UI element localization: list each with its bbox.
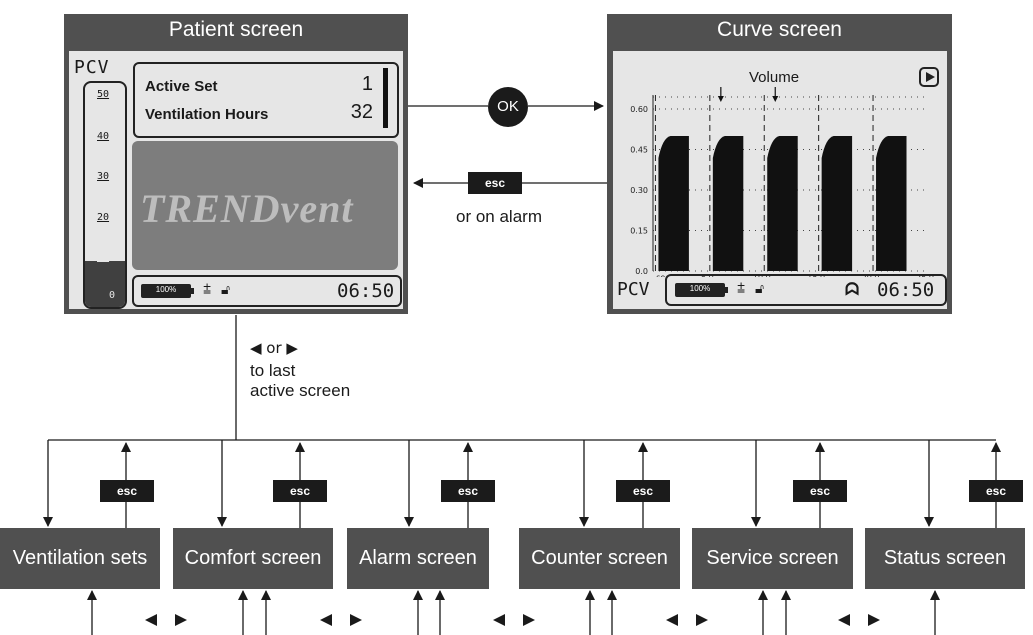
trigger-arrow-head: [772, 96, 779, 102]
esc-button-counter[interactable]: esc: [616, 480, 670, 502]
active-set-value: 1: [361, 73, 373, 95]
curve-title: Volume: [749, 69, 800, 86]
curve-unlock-icon: 🔓︎: [755, 281, 765, 297]
esc-button-status[interactable]: esc: [969, 480, 1023, 502]
left-right-arrow-pairs: [145, 614, 880, 626]
patient-screen-title: Patient screen: [168, 18, 304, 41]
scale-tick-10: 10: [97, 252, 110, 263]
esc-button-curve[interactable]: esc: [468, 172, 522, 194]
battery-percent: 100%: [155, 285, 177, 294]
patient-mode-label: PCV: [74, 57, 110, 78]
curve-battery-icon: [675, 283, 725, 297]
ventilation-hours-value: 32: [350, 101, 373, 123]
nav-hint-arrows: ◀ or ▶: [250, 339, 298, 357]
trendvent-logo-panel: TRENDvent: [132, 141, 398, 270]
pressure-trigger-icon: ⩲: [203, 282, 212, 298]
patient-info-panel: [133, 62, 399, 138]
lungs-icon: ᗣ: [845, 280, 860, 300]
curve-time: 06:50: [877, 279, 935, 301]
unlock-icon: 🔓︎: [221, 282, 231, 298]
volume-breath-area: [658, 136, 689, 271]
volume-breath-area: [767, 136, 798, 271]
active-set-label: Active Set: [145, 78, 218, 95]
battery-icon: [141, 284, 191, 298]
esc-button-comfort[interactable]: esc: [273, 480, 327, 502]
esc-button-service[interactable]: esc: [793, 480, 847, 502]
volume-breath-area: [821, 136, 853, 271]
nav-hint-line1: to last: [250, 361, 296, 380]
chart-y-tick: 0.45: [630, 146, 648, 155]
info-level-bar: [383, 68, 388, 128]
patient-status-bar: [132, 275, 402, 307]
chart-y-tick: 0.15: [630, 227, 648, 236]
trigger-arrow-head: [717, 96, 724, 102]
volume-breath-area: [876, 136, 907, 271]
scale-tick-20: 20: [97, 212, 110, 223]
esc-button-alarm[interactable]: esc: [441, 480, 495, 502]
esc-button-ventilation[interactable]: esc: [100, 480, 154, 502]
curve-status-bar: [665, 274, 947, 306]
chart-y-tick: 0.0: [635, 267, 648, 276]
curve-screen-lcd: Volume 0.00.150.300.450.60sec5.010.015.0…: [613, 51, 947, 309]
patient-screen-frame: Patient screen PCV 50 40 30 20 10 0 Acti…: [64, 14, 408, 314]
chart-y-tick: 0.60: [630, 105, 648, 114]
curve-screen-title: Curve screen: [717, 18, 842, 41]
curve-battery-tip-icon: [725, 287, 728, 293]
patient-screen-lcd: PCV 50 40 30 20 10 0 Active Set 1 Ventil…: [69, 51, 403, 309]
pressure-scale-bar: [83, 81, 127, 309]
screen-box-service[interactable]: Service screen: [692, 528, 853, 589]
screen-box-ventilation-sets[interactable]: Ventilation sets: [0, 528, 160, 589]
ventilation-hours-label: Ventilation Hours: [145, 106, 269, 123]
chart-y-tick: 0.30: [630, 186, 648, 195]
scale-tick-50: 50: [97, 89, 110, 100]
chart-x-label: sec: [656, 273, 670, 277]
curve-battery-percent: 100%: [689, 284, 711, 293]
scale-tick-0: 0: [109, 290, 116, 301]
screen-box-comfort[interactable]: Comfort screen: [173, 528, 333, 589]
curve-pressure-trigger-icon: ⩲: [737, 281, 746, 297]
volume-breath-area: [712, 136, 744, 271]
pressure-level-fill: [85, 261, 125, 307]
ok-button[interactable]: OK: [488, 87, 528, 127]
nav-hint-line2: active screen: [250, 381, 351, 400]
bottom-entry-arrows: [87, 590, 940, 635]
screen-box-alarm[interactable]: Alarm screen: [347, 528, 489, 589]
scale-tick-30: 30: [97, 171, 110, 182]
trendvent-logo-text: TRENDvent: [140, 186, 354, 231]
ok-button-label: OK: [497, 98, 519, 115]
screen-box-status[interactable]: Status screen: [865, 528, 1025, 589]
curve-screen-frame: Curve screen Volume 0.0 0.15 0.30 0.45 0.60 s…: [607, 14, 952, 314]
volume-chart: 0.00.150.300.450.60sec5.010.015.020.025.…: [630, 87, 934, 277]
curve-mode-label: PCV: [617, 279, 650, 300]
or-on-alarm-caption: or on alarm: [456, 207, 542, 226]
play-button[interactable]: [919, 67, 939, 87]
patient-time: 06:50: [337, 280, 395, 302]
battery-tip-icon: [191, 288, 194, 294]
screen-box-counter[interactable]: Counter screen: [519, 528, 680, 589]
play-icon: [926, 72, 935, 82]
scale-tick-40: 40: [97, 131, 110, 142]
